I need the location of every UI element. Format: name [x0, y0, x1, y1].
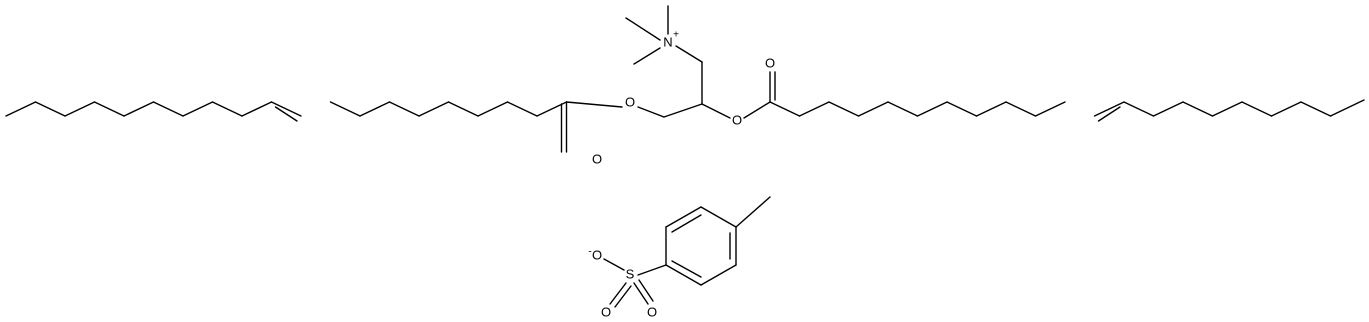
ester-bond [701, 103, 731, 119]
chain-bond [1241, 101, 1273, 117]
chain-bond [1152, 101, 1184, 117]
chain-bond [359, 101, 391, 117]
chain-bond [418, 101, 450, 117]
chain-bond [857, 101, 889, 117]
double-bond [270, 101, 302, 117]
double-bond [274, 106, 298, 122]
backbone-bond [675, 45, 703, 63]
sulfonyl-oxygen-1-label: O [601, 304, 611, 319]
chain-bond [34, 101, 66, 117]
chain-bond [329, 101, 361, 117]
chain-bond [1005, 101, 1037, 117]
chain-bond [1123, 101, 1155, 117]
carbonyl-oxygen-right-label: O [765, 55, 775, 70]
bond-lines [5, 5, 1365, 308]
ring-double-bond [671, 214, 702, 233]
ring-double-bond [671, 260, 702, 278]
chain-bond [946, 101, 978, 117]
chain-bond [887, 101, 919, 117]
chain-bond [506, 101, 538, 117]
nitrogen-charge-label: + [673, 30, 679, 41]
methyl-bond [625, 17, 661, 41]
chain-bond [769, 101, 801, 117]
chain-bond [123, 101, 155, 117]
chain-bond [1211, 101, 1243, 117]
double-bond [1097, 106, 1121, 122]
chain-bond [477, 101, 509, 117]
chain-bond [916, 101, 948, 117]
carbonyl-oxygen-left-label: O [592, 151, 602, 166]
atom-labels: N + O O O O O - S O O [588, 30, 775, 320]
chain-bond [1300, 101, 1332, 117]
ring-bond [665, 206, 702, 228]
double-bond [1093, 101, 1125, 117]
ring-bond [700, 206, 737, 228]
sulfur-atom-label: S [626, 266, 635, 281]
sulfur-double-bond [633, 282, 649, 305]
methyl-bond [633, 47, 661, 65]
ring-bond [665, 264, 702, 286]
chain-bond [93, 101, 125, 117]
ester-oxygen-right-label: O [732, 112, 742, 127]
chain-bond [1182, 101, 1214, 117]
chain-bond [828, 101, 860, 117]
backbone-bond [637, 106, 665, 118]
sulfur-double-bond [614, 285, 632, 308]
chain-bond [211, 101, 243, 117]
sulfonate-oxygen-minus-label: O [592, 247, 602, 262]
chain-bond [182, 101, 214, 117]
methyl-bond [735, 196, 771, 228]
chain-bond [1034, 101, 1066, 117]
ring-bond [700, 264, 737, 286]
chain-bond [5, 101, 37, 117]
backbone-bond [663, 103, 703, 118]
ester-bond [565, 101, 623, 108]
sulfonyl-oxygen-2-label: O [647, 304, 657, 319]
chain-bond [241, 101, 273, 117]
chain-bond [1329, 99, 1365, 117]
chain-bond [798, 101, 830, 117]
sulfur-double-bond [609, 282, 627, 305]
chain-bond [388, 101, 420, 117]
sulfur-double-bond [638, 279, 654, 302]
chain-bond [1270, 101, 1302, 117]
sulfur-bond [637, 264, 667, 276]
chain-bond [447, 101, 479, 117]
chain-bond [975, 101, 1007, 117]
nitrogen-atom-label: N [663, 34, 672, 49]
sulfur-bond [603, 258, 625, 271]
chain-bond [64, 101, 96, 117]
ester-bond [743, 101, 771, 119]
sulfonate-oxygen-charge-label: - [588, 247, 591, 258]
ester-oxygen-left-label: O [625, 94, 635, 109]
chain-bond [152, 101, 184, 117]
